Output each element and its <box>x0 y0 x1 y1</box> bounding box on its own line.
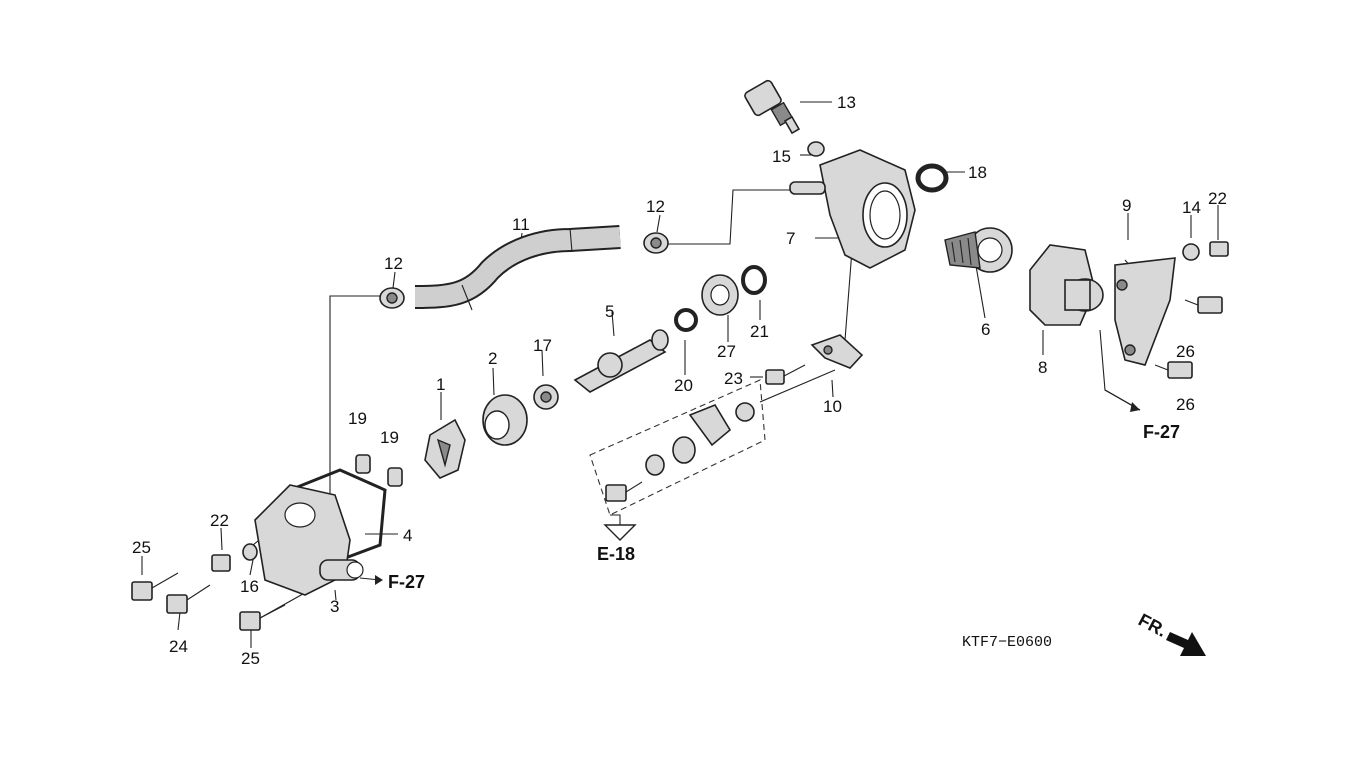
sealing-washer <box>807 141 825 157</box>
thermostat-cover <box>1029 244 1104 326</box>
hose-clamp-right <box>643 232 669 254</box>
callout-25-upper: 25 <box>132 538 151 557</box>
callout-22-left: 22 <box>210 511 229 530</box>
ref-f27-left: F-27 <box>388 572 425 592</box>
callout-15: 15 <box>772 147 791 166</box>
front-label: FR. <box>1135 610 1170 641</box>
flange-bolt-23 <box>765 364 806 385</box>
water-pump-cover <box>254 468 387 596</box>
callout-12-left: 12 <box>384 254 403 273</box>
callout-labels: 13 15 18 12 11 12 7 9 14 22 5 6 21 26 17… <box>132 93 1227 668</box>
ref-e18: E-18 <box>597 544 635 564</box>
callout-27: 27 <box>717 342 736 361</box>
temperature-sensor <box>744 79 801 135</box>
callout-12-right: 12 <box>646 197 665 216</box>
flange-bolt-22-right <box>1209 241 1229 257</box>
callout-11: 11 <box>512 215 530 234</box>
circlip-20 <box>674 308 698 332</box>
callout-7: 7 <box>786 229 795 248</box>
callout-22-right: 22 <box>1208 189 1227 208</box>
callout-4: 4 <box>403 526 412 545</box>
hose-clamp-left <box>379 287 405 309</box>
callout-19-right: 19 <box>380 428 399 447</box>
flange-bolt-26-lower <box>1154 361 1193 379</box>
washer-14 <box>1182 243 1200 261</box>
detail-group-box <box>589 379 766 541</box>
flange-bolt-26-upper <box>1184 296 1223 314</box>
mounting-bracket <box>1114 257 1176 366</box>
callout-10: 10 <box>823 397 842 416</box>
callout-2: 2 <box>488 349 497 368</box>
callout-3: 3 <box>330 597 339 616</box>
callout-6: 6 <box>981 320 990 339</box>
callout-25-lower: 25 <box>241 649 260 668</box>
callout-9: 9 <box>1122 196 1131 215</box>
flange-bolt-22-left <box>211 554 231 572</box>
thermostat <box>944 227 1013 273</box>
ref-arrow-left <box>375 575 383 585</box>
callout-19-left: 19 <box>348 409 367 428</box>
sealing-washer-16 <box>242 543 258 561</box>
o-ring-large <box>915 163 949 193</box>
pump-shaft <box>573 329 669 393</box>
stay-bracket <box>810 334 864 369</box>
callout-26-lower: 26 <box>1176 395 1195 414</box>
flange-bolt-25-upper <box>131 572 179 601</box>
callout-13: 13 <box>837 93 856 112</box>
circlip-21 <box>741 265 767 295</box>
flange-bolt-25-lower <box>239 604 286 631</box>
callout-23: 23 <box>724 369 743 388</box>
callout-5: 5 <box>605 302 614 321</box>
dowel-pin-left <box>355 454 371 474</box>
detail-parts <box>605 402 755 502</box>
impeller <box>424 418 466 479</box>
coolant-hose <box>414 225 621 311</box>
mechanical-seal <box>482 394 528 446</box>
ref-arrow-right <box>1104 389 1141 412</box>
callout-21: 21 <box>750 322 769 341</box>
flange-bolt-24 <box>166 584 211 614</box>
callout-20: 20 <box>674 376 693 395</box>
bearing-17-bore <box>540 391 552 403</box>
callout-17: 17 <box>533 336 552 355</box>
callout-14: 14 <box>1182 198 1201 217</box>
diagram-code: KTF7−E0600 <box>962 634 1052 651</box>
callout-16: 16 <box>240 577 259 596</box>
thermostat-housing <box>789 149 916 269</box>
bearing-27 <box>701 274 739 316</box>
callout-26-upper: 26 <box>1176 342 1195 361</box>
callout-24: 24 <box>169 637 188 656</box>
callout-1: 1 <box>436 375 445 394</box>
dowel-pin-right <box>387 467 403 487</box>
callout-18: 18 <box>968 163 987 182</box>
front-arrow-icon <box>1166 632 1206 656</box>
ref-f27-right: F-27 <box>1143 422 1180 442</box>
callout-8: 8 <box>1038 358 1047 377</box>
